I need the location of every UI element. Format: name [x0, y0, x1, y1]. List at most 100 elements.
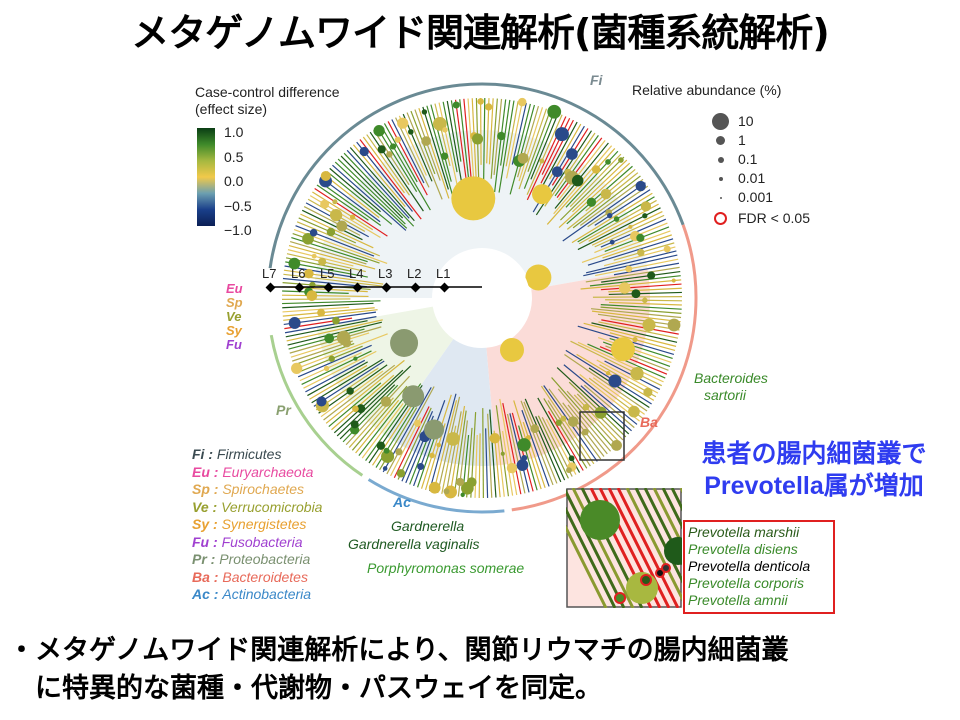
tree-branch	[541, 417, 573, 477]
phylum-arc	[367, 478, 505, 514]
tree-branch	[603, 246, 676, 267]
phylum-key-item: Ve : Verrucomicrobia	[192, 498, 323, 515]
tree-branch	[326, 171, 393, 225]
tree-branch	[511, 412, 534, 492]
tree-branch	[289, 326, 382, 354]
taxon-node	[636, 233, 645, 242]
tree-branch	[446, 100, 463, 186]
tree-branch	[301, 350, 372, 385]
taxon-node	[555, 419, 562, 426]
taxon-node	[397, 117, 409, 129]
taxon-node	[460, 492, 465, 497]
taxon-node	[605, 370, 611, 376]
tree-branch	[488, 98, 494, 165]
level-label: L6	[291, 266, 306, 281]
tree-branch	[303, 206, 361, 236]
taxon-node	[611, 439, 622, 451]
taxon-node	[332, 316, 340, 325]
taxon-node	[517, 152, 529, 164]
tree-branch	[309, 364, 368, 400]
summary-bullets: ・メタゲノムワイド関連解析により、関節リウマチの腸内細菌叢 に特異的な菌種・代謝…	[8, 632, 789, 708]
taxon-node	[421, 136, 431, 146]
tree-branch	[514, 103, 531, 165]
tree-branch	[566, 165, 633, 225]
tree-branch	[542, 121, 578, 186]
taxon-node	[291, 362, 303, 375]
taxon-node	[421, 109, 428, 115]
colorbar-tick: 1.0	[224, 124, 244, 140]
tree-branch	[594, 214, 665, 248]
prevotella-species: Prevotella amnii	[688, 592, 788, 608]
taxon-node	[329, 208, 343, 222]
fdr-label: FDR < 0.05	[738, 210, 810, 226]
taxon-node	[567, 416, 579, 427]
tree-branch	[564, 353, 648, 412]
tree-branch	[286, 319, 383, 342]
tree-branch	[579, 178, 644, 227]
tree-branch	[499, 398, 518, 496]
phylum-abbr-label: Eu	[226, 281, 243, 296]
taxon-node	[532, 184, 552, 205]
tree-branch	[297, 344, 372, 378]
tree-branch	[652, 488, 682, 548]
taxon-node	[605, 159, 611, 165]
prevotella-species: Prevotella marshii	[688, 524, 800, 540]
tree-branch	[562, 182, 646, 242]
taxon-node	[288, 317, 301, 329]
phylum-name: Euryarchaeota	[222, 463, 314, 480]
tree-branch	[303, 350, 377, 389]
taxon-node	[525, 264, 552, 291]
tree-branch	[314, 187, 388, 237]
tree-branch	[284, 316, 377, 334]
taxon-node	[554, 127, 569, 142]
taxon-node	[642, 318, 656, 332]
taxon-node	[551, 166, 563, 178]
tree-branch	[328, 382, 382, 428]
phylum-key-item: Sp : Spirochaetes	[192, 481, 305, 497]
phylum-abbr: Sy	[192, 516, 210, 532]
tree-branch	[332, 164, 407, 231]
tree-branch	[518, 425, 538, 491]
size-dot	[716, 136, 725, 145]
tree-branch	[613, 262, 680, 276]
tree-branch	[386, 386, 435, 475]
tree-branch	[282, 307, 375, 317]
taxon-node	[591, 165, 601, 174]
taxon-node	[472, 133, 484, 145]
tree-branch	[505, 101, 523, 179]
tree-branch	[437, 396, 461, 494]
tree-branch	[287, 321, 382, 346]
abundance-legend-title: Relative abundance (%)	[632, 82, 782, 98]
tree-branch	[535, 416, 566, 481]
tree-branch	[572, 159, 628, 213]
taxon-node	[432, 116, 447, 131]
taxon-node	[506, 462, 518, 474]
tree-branch	[402, 113, 433, 182]
tree-branch	[566, 172, 639, 230]
species-genus: Bacteroides	[694, 370, 768, 386]
taxon-node	[376, 441, 386, 450]
size-label: 0.001	[738, 189, 774, 205]
tree-branch	[282, 302, 374, 309]
level-label: L5	[320, 266, 335, 281]
tree-branch	[502, 430, 514, 496]
taxon-node	[630, 366, 644, 381]
tree-branch	[366, 134, 410, 196]
tree-branch	[336, 365, 412, 437]
tree-branch	[442, 101, 458, 173]
phylum-abbr: Eu	[192, 463, 210, 480]
tree-branch	[301, 209, 363, 241]
tree-branch	[509, 104, 536, 195]
taxon-node	[417, 463, 425, 471]
callout-line: Prevotella属が増加	[704, 472, 924, 500]
taxon-node	[386, 151, 393, 158]
colorbar	[197, 128, 215, 226]
taxon-node	[628, 405, 640, 418]
taxon-node	[408, 129, 414, 135]
taxon-node	[383, 447, 390, 454]
tree-branch	[496, 433, 505, 497]
taxon-node	[353, 356, 358, 361]
tree-branch	[572, 175, 641, 229]
tree-branch	[485, 428, 489, 498]
tree-branch	[547, 410, 584, 471]
